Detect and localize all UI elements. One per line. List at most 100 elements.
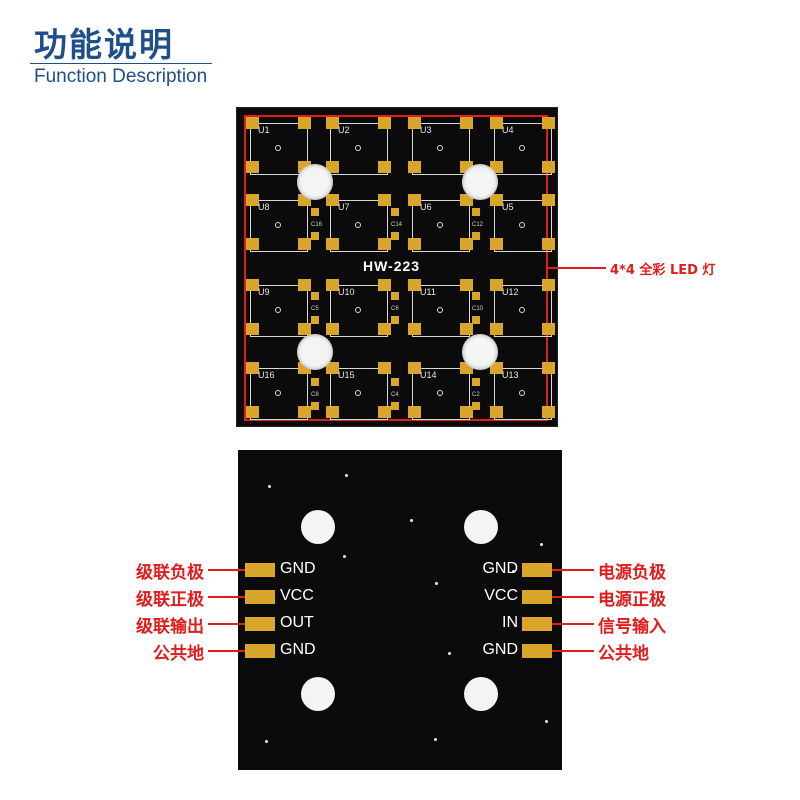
cap-pad (311, 292, 319, 300)
led-center-dot (275, 307, 281, 313)
led-cell: U13 (488, 360, 558, 430)
led-pad (490, 362, 503, 374)
led-pad (408, 194, 421, 206)
cap-pad (311, 378, 319, 386)
cap-pad (391, 292, 399, 300)
left-pin-label: OUT (280, 614, 314, 631)
right-callout-line (552, 623, 594, 625)
led-pad (408, 362, 421, 374)
led-pad (542, 323, 555, 335)
led-pad (542, 362, 555, 374)
mounting-hole (297, 334, 333, 370)
led-pad (326, 117, 339, 129)
led-center-dot (437, 390, 443, 396)
led-label: U1 (258, 125, 270, 135)
led-pad (490, 406, 503, 418)
led-label: U9 (258, 287, 270, 297)
board-speck (512, 570, 515, 573)
title-rule (30, 63, 212, 64)
mounting-hole (301, 510, 335, 544)
led-pad (408, 279, 421, 291)
led-pad (326, 279, 339, 291)
right-pin-desc: 公共地 (598, 644, 649, 664)
led-center-dot (437, 145, 443, 151)
title-cn: 功能说明 (34, 25, 174, 64)
right-pin-desc: 信号输入 (598, 617, 666, 637)
led-pad (378, 406, 391, 418)
led-label: U10 (338, 287, 355, 297)
led-pad (490, 238, 503, 250)
led-center-dot (437, 222, 443, 228)
left-pin-pad (245, 617, 275, 631)
led-cell: U7 (324, 192, 394, 262)
led-cell: U4 (488, 115, 558, 185)
led-cell: U2 (324, 115, 394, 185)
led-center-dot (355, 145, 361, 151)
led-cell: U8 (244, 192, 314, 262)
cap-pad (311, 316, 319, 324)
led-center-dot (355, 307, 361, 313)
board-speck (545, 720, 548, 723)
left-pin-label: VCC (280, 587, 314, 604)
board-speck (268, 485, 271, 488)
board-speck (435, 582, 438, 585)
led-pad (326, 161, 339, 173)
left-callout-line (208, 596, 245, 598)
led-label: U11 (420, 287, 436, 297)
led-label: U16 (258, 370, 275, 380)
led-center-dot (355, 390, 361, 396)
cap-pad (391, 316, 399, 324)
led-pad (378, 362, 391, 374)
cap-pad (472, 292, 480, 300)
right-callout-line (552, 569, 594, 571)
led-center-dot (355, 222, 361, 228)
cap-label: C12 (472, 222, 484, 228)
led-pad (326, 194, 339, 206)
led-outline (250, 368, 308, 420)
right-pin-pad (522, 563, 552, 577)
mounting-hole (464, 510, 498, 544)
left-callout-line (208, 569, 245, 571)
cap-pad (472, 378, 480, 386)
led-label: U12 (502, 287, 519, 297)
cap-label: C5 (311, 306, 319, 312)
led-pad (490, 279, 503, 291)
cap-label: C2 (472, 392, 480, 398)
led-array-frame (244, 115, 548, 421)
left-pin-pad (245, 644, 275, 658)
cap-pad (391, 208, 399, 216)
right-callout-line (552, 650, 594, 652)
led-pad (298, 238, 311, 250)
led-cell: U15 (324, 360, 394, 430)
right-pin-desc: 电源正极 (598, 590, 666, 610)
board-front (237, 108, 557, 426)
led-outline (330, 368, 388, 420)
led-outline (330, 123, 388, 175)
cap-pad (311, 208, 319, 216)
led-pad (246, 117, 259, 129)
cap-label: C6 (391, 306, 399, 312)
led-pad (542, 238, 555, 250)
led-cell: U16 (244, 360, 314, 430)
mounting-hole (462, 164, 498, 200)
board-speck (410, 519, 413, 522)
led-outline (250, 123, 308, 175)
right-pin-pad (522, 644, 552, 658)
led-pad (460, 117, 473, 129)
left-pin-pad (245, 563, 275, 577)
left-pin-label: GND (280, 560, 316, 577)
led-center-dot (275, 390, 281, 396)
led-label: U14 (420, 370, 437, 380)
cap-pad (472, 402, 480, 410)
led-pad (246, 161, 259, 173)
led-pad (246, 406, 259, 418)
led-outline (412, 285, 470, 337)
cap-pad (391, 402, 399, 410)
led-pad (490, 323, 503, 335)
led-outline (412, 123, 470, 175)
led-pad (408, 238, 421, 250)
led-pad (460, 279, 473, 291)
led-center-dot (519, 390, 525, 396)
led-pad (378, 279, 391, 291)
led-pad (542, 161, 555, 173)
